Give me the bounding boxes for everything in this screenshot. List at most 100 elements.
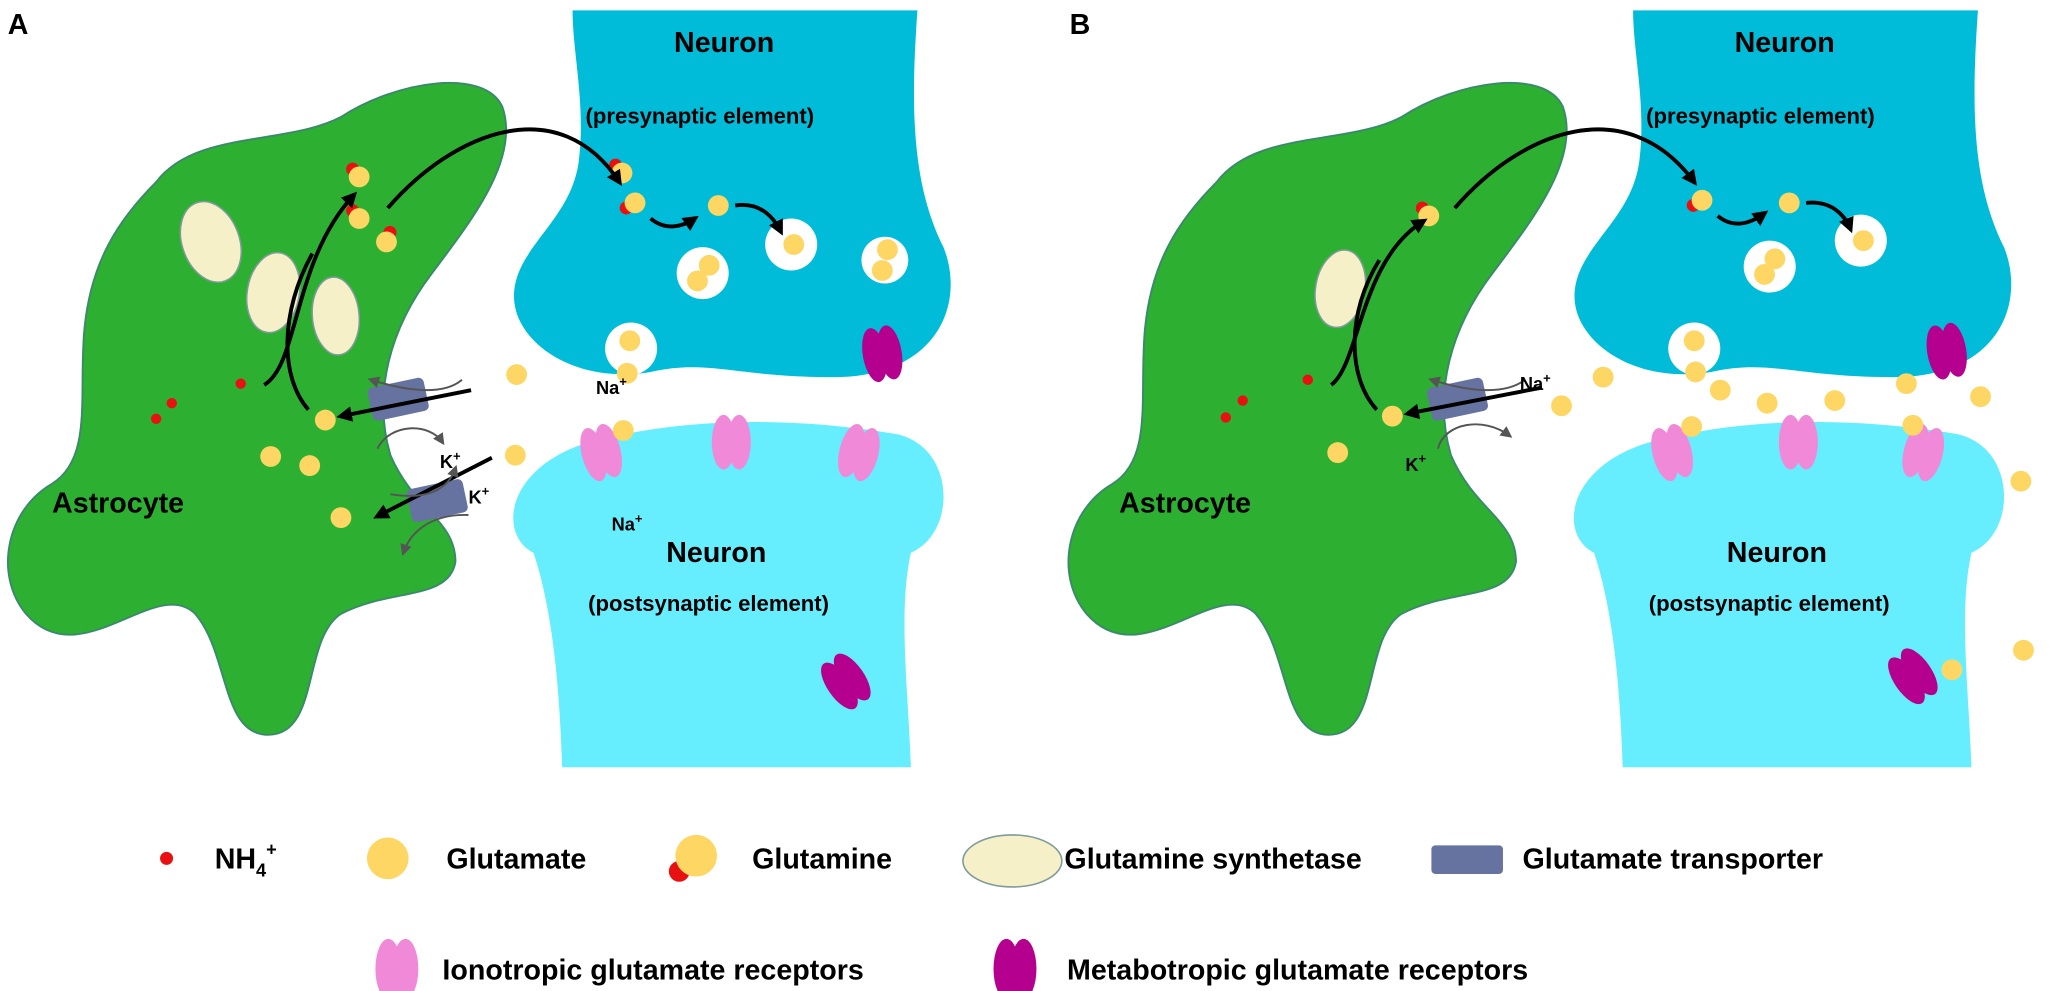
postsynaptic-subtitle: (postsynaptic element) (588, 591, 829, 616)
glutamine-legend-icon (675, 834, 717, 877)
glutamate (1941, 659, 1963, 681)
glutamate (2010, 470, 2032, 492)
legend-glutamate: Glutamate (446, 844, 586, 876)
glutamate (1778, 192, 1800, 214)
glutamate (877, 239, 898, 261)
k-flow-arrow (1436, 423, 1513, 449)
glutamine-synthetase (179, 200, 243, 283)
na-flow-arrow (367, 376, 463, 392)
legend-glutamine: Glutamine (752, 844, 892, 876)
glutamate (260, 446, 282, 467)
glutamate (314, 409, 336, 431)
glutamine-transfer-arrow (386, 127, 622, 210)
nh4-ion (166, 397, 177, 409)
glutamate (698, 254, 720, 276)
panel-a: A (7, 9, 951, 768)
glutamate (612, 420, 634, 441)
na-flow-arrow (1428, 376, 1526, 392)
ionotropic-legend-icon (375, 938, 419, 991)
uptake-arrow (336, 388, 472, 422)
glutamate (2013, 639, 2034, 661)
vesicle-loading-arrow (734, 202, 783, 236)
glutamate (1756, 392, 1778, 414)
legend-metabotropic: Metabotropic glutamate receptors (1067, 954, 1528, 986)
glutamate (1592, 366, 1614, 388)
glutamate (1824, 390, 1846, 411)
presynaptic-title: Neuron (674, 27, 774, 59)
glutamine-transfer-arrow (1453, 127, 1698, 210)
k-label: K+ (440, 448, 461, 472)
conversion-arrow (1329, 218, 1428, 387)
glutamate (1764, 248, 1786, 270)
panel-label: A (8, 9, 29, 41)
nh4-ion (1220, 412, 1231, 423)
synthetase-legend-icon (962, 834, 1063, 888)
astrocyte-label: Astrocyte (52, 487, 184, 519)
na-flow-arrow (400, 514, 469, 557)
presynaptic-neuron (514, 10, 951, 378)
glutamate (616, 362, 638, 384)
nh4-ion (150, 413, 162, 424)
conversion-arrow (1352, 259, 1381, 411)
glutamate (1970, 386, 1991, 408)
legend-nh4: NH4+ (215, 840, 277, 881)
panel-b: B (1067, 9, 2034, 768)
glutamate (619, 330, 641, 352)
vesicle-loading-arrow (1805, 200, 1854, 234)
presynaptic-subtitle: (presynaptic element) (586, 104, 815, 129)
glutamate (299, 455, 321, 476)
uptake-arrow (373, 456, 493, 519)
astrocyte-label: Astrocyte (1119, 487, 1251, 519)
nh4-ion (1237, 395, 1248, 406)
conversion-arrow (649, 215, 699, 232)
glutamate (687, 270, 708, 292)
presynaptic-subtitle: (presynaptic element) (1646, 104, 1875, 129)
glutamate (1853, 230, 1874, 252)
glutamate (1381, 405, 1403, 427)
metabotropic-legend-icon (993, 938, 1037, 991)
glutamate (1895, 373, 1917, 395)
conversion-arrow (1716, 210, 1769, 227)
transporter-legend-icon (1431, 845, 1503, 874)
postsynaptic-title: Neuron (666, 537, 766, 569)
glutamate (506, 364, 528, 385)
glutamate (330, 507, 352, 529)
astrocyte-cell (1067, 81, 1568, 736)
glutamine-synthetase (311, 276, 361, 356)
k-flow-arrow (390, 464, 459, 497)
postsynaptic-title: Neuron (1727, 537, 1827, 569)
glutamate (707, 195, 729, 216)
glutamate (1683, 330, 1705, 352)
legend-ionotropic: Ionotropic glutamate receptors (442, 954, 863, 986)
glutamate (1709, 379, 1731, 401)
uptake-arrow (1403, 385, 1543, 420)
glutamate (1685, 361, 1706, 383)
na-label: Na+ (612, 511, 643, 535)
glutamate (1327, 442, 1349, 463)
glutamate (504, 444, 526, 466)
k-label: K+ (468, 484, 489, 508)
astrocyte-cell (7, 81, 508, 736)
k-label: K+ (1405, 451, 1426, 475)
presynaptic-title: Neuron (1735, 27, 1835, 59)
postsynaptic-subtitle: (postsynaptic element) (1649, 591, 1890, 616)
glutamate-transporter (406, 479, 468, 523)
na-label: Na+ (596, 374, 627, 398)
conversion-arrow (285, 252, 315, 411)
legend-transporter: Glutamate transporter (1522, 844, 1823, 876)
nh4-ion (235, 378, 246, 389)
glutamate (1681, 416, 1703, 437)
nh4-ion (1302, 374, 1313, 385)
glutamate-legend-icon (366, 837, 409, 880)
glutamate (1551, 395, 1572, 417)
nh4-legend-icon (160, 851, 174, 865)
glutamate (1754, 264, 1775, 285)
k-flow-arrow (376, 427, 445, 450)
panel-label: B (1070, 9, 1091, 41)
ionotropic-receptor (1778, 414, 1818, 470)
conversion-arrow (263, 191, 358, 387)
glutamate (871, 260, 893, 281)
legend-synthetase: Glutamine synthetase (1064, 844, 1361, 876)
glutamine-synthetase (245, 251, 301, 334)
legend: NH4+ Glutamate Glutamine Glutamine synth… (160, 834, 1823, 991)
